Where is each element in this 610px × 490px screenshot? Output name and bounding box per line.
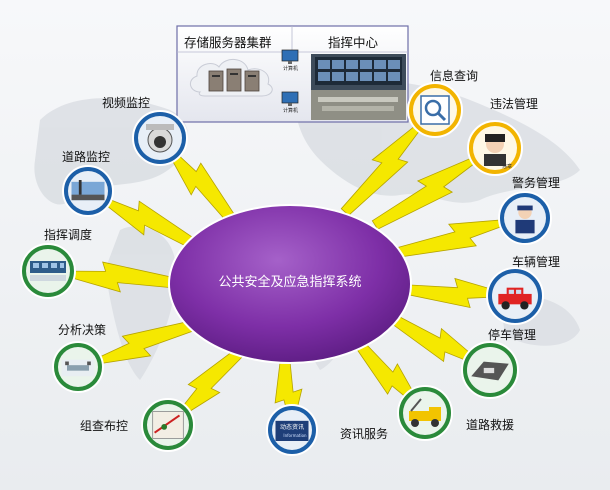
node-label-police: 警务管理	[512, 176, 561, 190]
node-label-video: 视频监控	[102, 96, 151, 110]
dome-camera-icon	[146, 124, 174, 153]
node-label-violation: 违法管理	[490, 97, 539, 111]
node-label-decision: 分析决策	[58, 323, 107, 337]
computer-label-1: 计算机	[283, 66, 299, 72]
node-violation: 违章	[467, 120, 523, 176]
control-room-icon	[30, 261, 66, 281]
person-icon	[484, 134, 506, 166]
node-parking	[461, 341, 519, 399]
node-video	[132, 110, 188, 166]
lightning-connector-road-monitor	[87, 190, 198, 251]
command-center-photo	[311, 54, 406, 120]
info-board-subtitle: Information	[283, 433, 307, 438]
node-label-info-service: 资讯服务	[340, 427, 389, 441]
node-label-dispatch: 指挥调度	[44, 228, 93, 242]
command-center-title: 指挥中心	[328, 35, 379, 50]
node-label-vehicle: 车辆管理	[512, 255, 561, 269]
computer-label-2: 计算机	[283, 108, 299, 114]
node-label-rescue: 道路救援	[466, 418, 515, 432]
info-board-title: 动态资讯	[280, 423, 304, 431]
server-cloud-icon	[189, 59, 273, 97]
center-label: 公共安全及应急指挥系统	[218, 275, 362, 290]
node-label-parking: 停车管理	[488, 328, 537, 342]
traffic-camera-icon	[71, 180, 105, 201]
map-icon	[152, 411, 184, 439]
node-label-info-query: 信息查询	[430, 69, 479, 83]
info-board-icon	[275, 420, 309, 441]
meeting-room-icon	[61, 359, 95, 377]
tow-truck-icon	[409, 398, 441, 427]
node-decision	[52, 341, 104, 393]
lightning-connector-violation	[371, 147, 496, 230]
node-label-checkpoint: 组查布控	[80, 419, 129, 433]
node-road-monitor	[62, 165, 114, 217]
node-rescue	[397, 385, 453, 441]
node-police	[498, 191, 552, 245]
lightning-connectors	[47, 109, 526, 431]
node-checkpoint	[141, 398, 195, 452]
lightning-connector-decision	[77, 319, 198, 368]
lightning-connector-dispatch	[47, 261, 176, 293]
nodes-layer: 动态资讯 Information 违章	[20, 82, 552, 456]
central-hub	[168, 204, 412, 364]
magnifier-icon	[420, 95, 450, 125]
node-info-service: 动态资讯 Information	[266, 404, 318, 456]
node-vehicle	[486, 267, 544, 325]
computer-icon	[281, 49, 299, 106]
node-dispatch	[20, 243, 76, 299]
storage-cluster-title: 存储服务器集群	[184, 35, 272, 50]
node-label-road-monitor: 道路监控	[62, 150, 111, 164]
parking-icon	[471, 361, 509, 381]
lightning-connector-police	[398, 217, 526, 258]
node-info-query	[407, 82, 463, 138]
police-icon	[515, 205, 535, 234]
violation-tag: 违章	[502, 163, 512, 170]
car-icon	[498, 287, 532, 310]
lightning-connector-info-query	[340, 109, 436, 216]
